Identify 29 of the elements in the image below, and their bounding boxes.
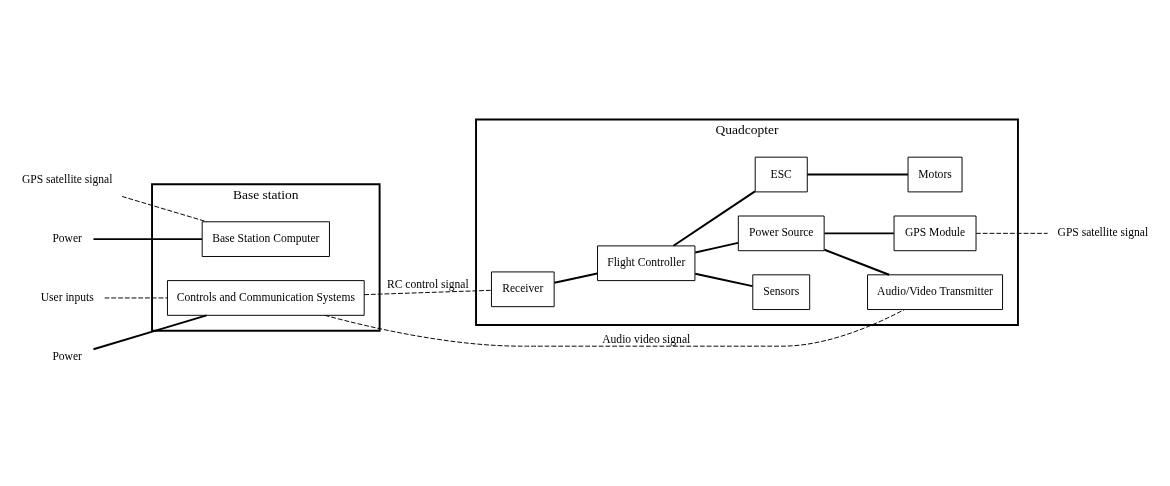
connector [104,297,168,299]
connector [92,238,203,241]
node-text: Power [52,232,82,246]
node-box: Motors [907,156,963,193]
edge-label: Audio video signal [602,332,691,346]
node-box: Audio/Video Transmitter [867,274,1003,311]
node-text: User inputs [40,290,94,304]
node-box: Base Station Computer [201,221,330,257]
node-text: Power [52,349,82,363]
node-box: Controls and Communication Systems [167,280,365,316]
node-box: Receiver [490,271,555,308]
node-box: Sensors [752,274,811,311]
node-box: GPS Module [893,215,977,252]
connector [823,232,895,235]
connector [806,173,909,176]
node-box: ESC [754,156,808,193]
edge-label: RC control signal [387,277,469,291]
connector [694,241,739,254]
connector [363,289,492,296]
connector [823,248,891,276]
node-box: Flight Controller [597,245,696,282]
connector [975,232,1049,234]
connector [672,190,756,247]
node-text: GPS satellite signal [1057,226,1149,240]
connector [553,272,599,284]
node-box: Power Source [737,215,825,252]
connector [121,196,207,223]
node-text: GPS satellite signal [21,173,113,187]
connector [694,272,754,288]
